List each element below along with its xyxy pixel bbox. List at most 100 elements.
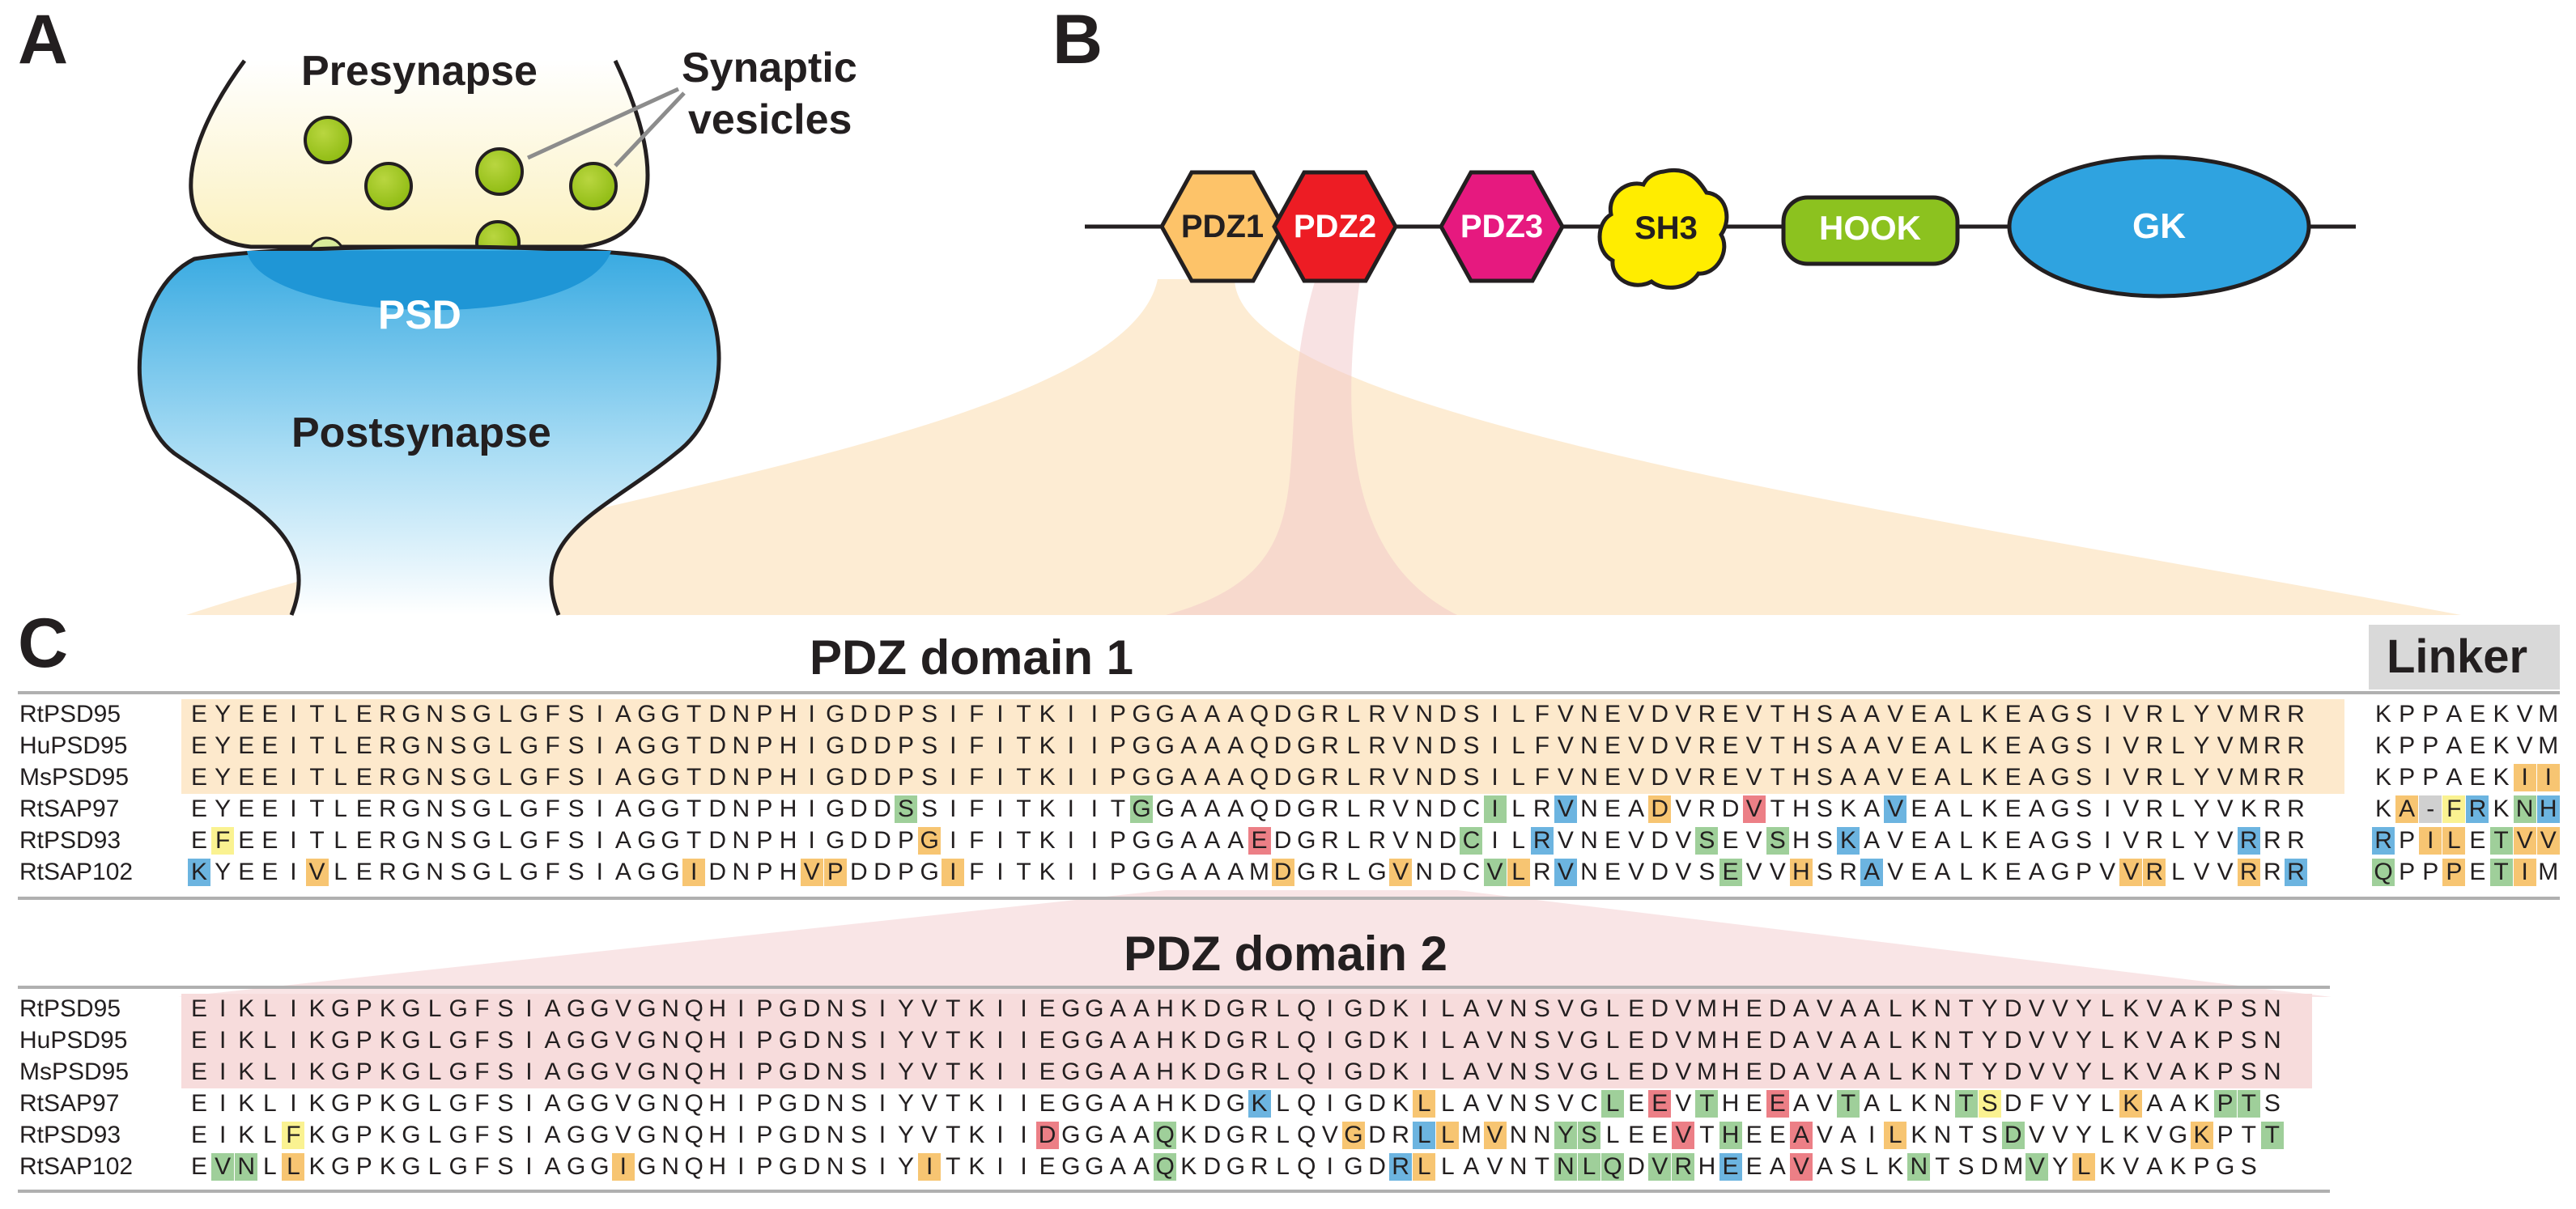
psd-label: PSD — [378, 292, 461, 337]
residue: V — [1557, 995, 1574, 1022]
pdz2-domain-shape — [1272, 170, 1398, 283]
residue: R — [2287, 764, 2305, 791]
residue: G — [1132, 827, 1151, 854]
residue: G — [1297, 764, 1316, 791]
residue: G — [402, 859, 421, 885]
residue: S — [2264, 1090, 2281, 1117]
residue: D — [1648, 795, 1672, 823]
linker-residue: T — [2489, 827, 2513, 855]
residue: V — [2146, 1027, 2163, 1054]
residue: G — [2051, 732, 2070, 759]
residue: G — [402, 764, 421, 791]
residue: M — [1249, 859, 1270, 885]
residue: K — [379, 995, 396, 1022]
residue: G — [1579, 1027, 1599, 1054]
residue: K — [1180, 1090, 1197, 1117]
residue: G — [1226, 995, 1246, 1022]
linker-residue: Q — [2372, 859, 2395, 886]
residue: I — [1020, 995, 1027, 1022]
residue: N — [661, 1058, 679, 1085]
residue: E — [1911, 701, 1928, 728]
residue: F — [545, 764, 560, 791]
residue: E — [1248, 827, 1271, 855]
linker-residue: M — [2538, 859, 2559, 885]
residue: A — [1227, 795, 1244, 822]
residue: E — [355, 764, 372, 791]
residue: S — [850, 995, 867, 1022]
residue: G — [1155, 732, 1175, 759]
residue: I — [1326, 1153, 1334, 1180]
residue: G — [519, 732, 539, 759]
residue: L — [1276, 1027, 1290, 1054]
residue: V — [1675, 1090, 1692, 1117]
residue: G — [778, 1027, 798, 1054]
residue: A — [1840, 764, 1857, 791]
residue: S — [2076, 701, 2093, 728]
residue: Y — [215, 859, 232, 885]
residue: Q — [684, 1058, 704, 1085]
residue: S — [1695, 827, 1719, 855]
residue: A — [1840, 995, 1857, 1022]
residue: I — [1491, 764, 1498, 791]
residue: P — [756, 1090, 773, 1117]
residue: I — [738, 1058, 745, 1085]
residue: D — [850, 859, 868, 885]
residue: D — [1368, 1027, 1386, 1054]
domain-label-pdz3: PDZ3 — [1460, 209, 1544, 244]
residue: G — [661, 795, 680, 822]
residue: L — [263, 1122, 277, 1148]
residue: G — [1344, 995, 1363, 1022]
residue: M — [1696, 1027, 1717, 1054]
residue: G — [402, 1027, 421, 1054]
residue: F — [474, 995, 490, 1022]
residue: K — [1248, 1090, 1271, 1118]
residue: H — [708, 1027, 727, 1054]
vesicle-pointer — [526, 87, 680, 160]
linker-residue: P — [2422, 701, 2439, 728]
residue: F — [474, 1058, 490, 1085]
residue: Q — [684, 995, 704, 1022]
residue: N — [661, 1027, 679, 1054]
residue: T — [1770, 764, 1785, 791]
residue: S — [1816, 701, 1833, 728]
residue: I — [808, 795, 815, 822]
residue: A — [1463, 1027, 1480, 1054]
residue: K — [1911, 1058, 1928, 1085]
residue: A — [1227, 859, 1244, 885]
residue: Y — [2193, 764, 2210, 791]
residue: A — [614, 764, 631, 791]
residue: V — [1628, 701, 1645, 728]
residue: S — [450, 732, 467, 759]
residue: Q — [1249, 764, 1269, 791]
residue: E — [1911, 764, 1928, 791]
residue: I — [219, 1090, 227, 1117]
residue: I — [290, 1090, 297, 1117]
residue: L — [1413, 1153, 1436, 1181]
residue: L — [1413, 1122, 1436, 1149]
residue: G — [2168, 1122, 2188, 1148]
residue: Q — [1154, 1153, 1177, 1181]
residue: M — [1696, 995, 1717, 1022]
residue: V — [1789, 1153, 1813, 1181]
residue: N — [1933, 1058, 1952, 1085]
residue: E — [1722, 764, 1739, 791]
residue: E — [261, 764, 278, 791]
residue: L — [1511, 732, 1525, 759]
residue: I — [950, 764, 957, 791]
residue: F — [474, 1090, 490, 1117]
residue: A — [1204, 795, 1221, 822]
residue: D — [850, 732, 868, 759]
residue: Y — [898, 1090, 915, 1117]
residue: I — [525, 1090, 533, 1117]
residue: I — [997, 701, 1004, 728]
residue: M — [2238, 764, 2259, 791]
residue: G — [330, 1027, 351, 1054]
residue: G — [1155, 764, 1175, 791]
residue: R — [2264, 795, 2281, 822]
residue: R — [379, 701, 397, 728]
residue: N — [235, 1153, 258, 1181]
residue: T — [1110, 795, 1126, 822]
residue: A — [1180, 701, 1197, 728]
